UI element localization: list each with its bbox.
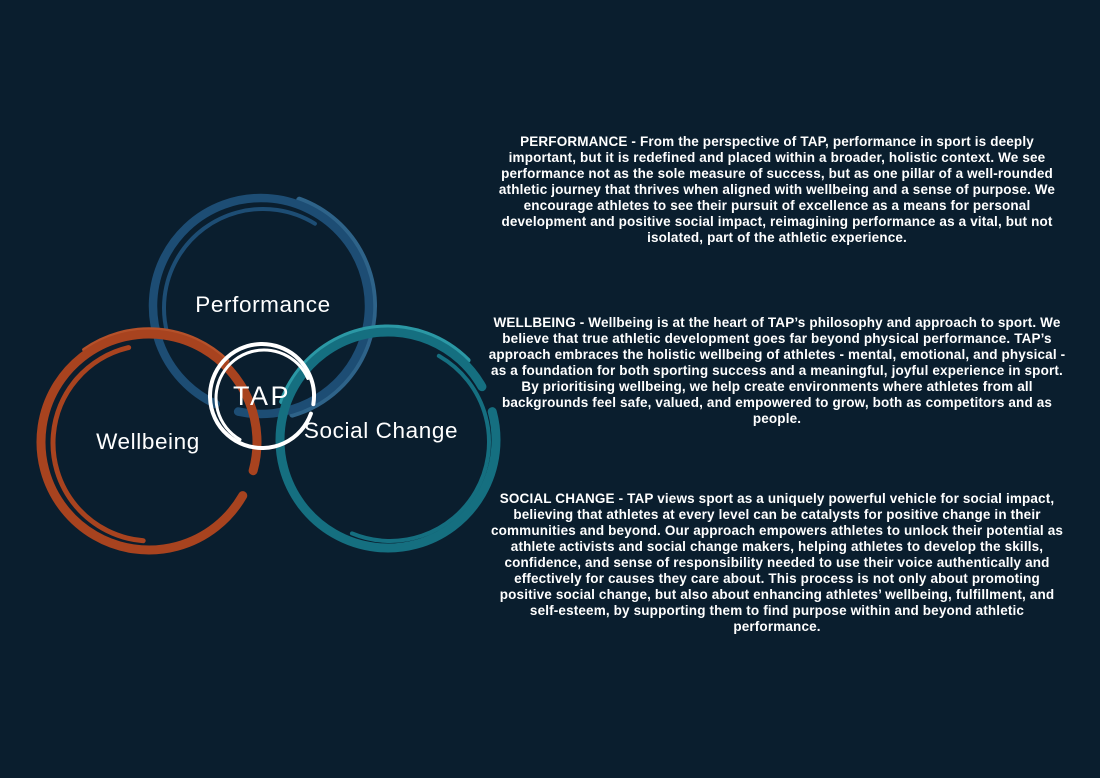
tap-label: TAP <box>233 381 291 411</box>
wellbeing-ring <box>34 327 264 557</box>
social-change-ring-main-arc <box>275 327 501 553</box>
tap-center-ring <box>208 342 316 450</box>
wellbeing-ring-main-arc <box>36 329 262 555</box>
tap-ring-inner-arc <box>214 348 314 448</box>
wellbeing-ring-sketch-arc <box>50 342 252 544</box>
performance-ring-highlight-arc <box>145 190 377 422</box>
text-column: PERFORMANCE - From the perspective of TA… <box>488 0 1066 778</box>
social-change-ring <box>272 324 504 556</box>
social-change-ring-sketch-arc <box>289 341 491 543</box>
performance-paragraph: PERFORMANCE - From the perspective of TA… <box>498 134 1056 245</box>
social-change-label: Social Change <box>304 418 458 443</box>
wellbeing-paragraph: WELLBEING - Wellbeing is at the heart of… <box>488 315 1066 426</box>
wellbeing-label: Wellbeing <box>96 429 200 454</box>
wellbeing-ring-highlight-arc <box>34 327 264 557</box>
social-change-paragraph: SOCIAL CHANGE - TAP views sport as a uni… <box>490 491 1064 634</box>
performance-label: Performance <box>195 292 330 317</box>
tap-ring-outer-arc <box>208 342 316 450</box>
social-change-ring-highlight-arc <box>272 324 504 556</box>
